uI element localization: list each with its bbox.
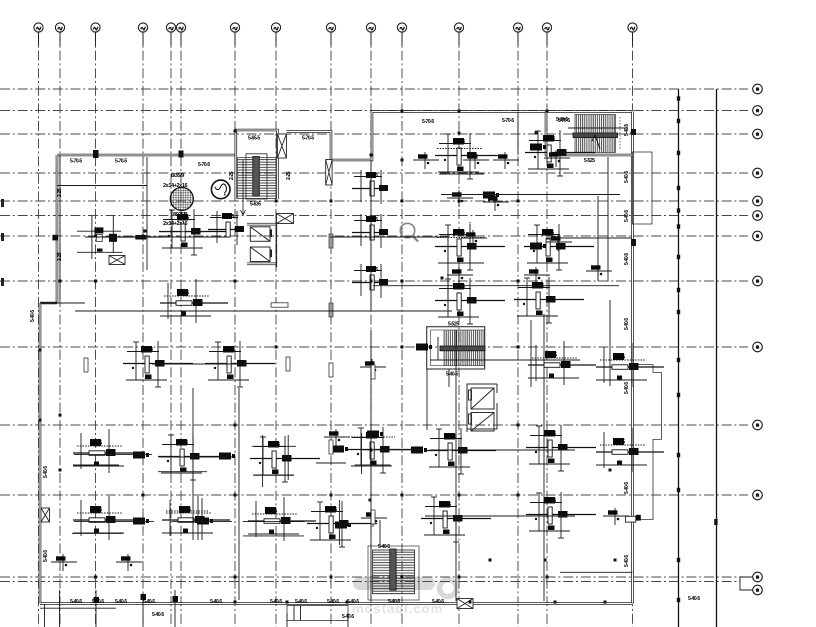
- svg-text:5-525: 5-525: [448, 322, 459, 328]
- svg-text:5-65-5: 5-65-5: [248, 136, 260, 142]
- svg-text:8/35/9: 8/35/9: [171, 173, 184, 179]
- svg-text:5-40-5: 5-40-5: [624, 171, 630, 183]
- svg-text:5-40-5: 5-40-5: [688, 596, 700, 602]
- svg-text:5-40-5: 5-40-5: [624, 253, 630, 265]
- svg-text:5-40-5: 5-40-5: [446, 372, 458, 378]
- svg-text:5-40-5: 5-40-5: [347, 599, 359, 605]
- svg-text:2-25: 2-25: [229, 171, 235, 180]
- svg-text:5-40-5: 5-40-5: [70, 599, 82, 605]
- svg-text:5-40-5: 5-40-5: [342, 614, 354, 620]
- svg-text:5-40-5: 5-40-5: [30, 310, 36, 322]
- svg-text:5-40-5: 5-40-5: [432, 599, 444, 605]
- svg-text:5-70-5: 5-70-5: [115, 159, 127, 165]
- svg-text:5-40-5: 5-40-5: [270, 599, 282, 605]
- svg-text:2-25: 2-25: [57, 188, 63, 197]
- svg-text:5-70-5: 5-70-5: [502, 118, 514, 124]
- svg-text:5-635: 5-635: [250, 202, 261, 208]
- svg-text:5-40-5: 5-40-5: [295, 599, 307, 605]
- svg-text:5-40-5: 5-40-5: [152, 612, 164, 618]
- svg-text:2-25: 2-25: [57, 252, 63, 261]
- svg-text:5-70-5: 5-70-5: [198, 162, 210, 168]
- svg-text:5-40-5: 5-40-5: [210, 599, 222, 605]
- svg-text:2x14+2x16: 2x14+2x16: [163, 221, 187, 227]
- svg-text:5-40-5: 5-40-5: [43, 550, 49, 562]
- svg-text:5-40-5: 5-40-5: [624, 382, 630, 394]
- svg-text:5-40-5: 5-40-5: [43, 466, 49, 478]
- svg-text:5-40-5: 5-40-5: [388, 599, 400, 605]
- svg-text:5-40-5: 5-40-5: [624, 210, 630, 222]
- svg-text:5-525: 5-525: [584, 158, 595, 164]
- svg-text:5-40-5: 5-40-5: [378, 544, 390, 550]
- svg-text:5-40-5: 5-40-5: [624, 318, 630, 330]
- svg-text:5-70-5: 5-70-5: [558, 118, 570, 124]
- svg-text:2x14+2x16: 2x14+2x16: [163, 183, 187, 189]
- svg-text:5-40-5: 5-40-5: [624, 555, 630, 567]
- svg-text:5-40-5: 5-40-5: [92, 599, 104, 605]
- svg-text:5-70-5: 5-70-5: [422, 119, 434, 125]
- svg-text:5-40-5: 5-40-5: [556, 117, 568, 123]
- svg-text:5-40-5: 5-40-5: [115, 599, 127, 605]
- svg-text:5-40-5: 5-40-5: [327, 599, 339, 605]
- svg-text:5-40-5: 5-40-5: [624, 124, 630, 136]
- svg-text:2-25: 2-25: [286, 171, 292, 180]
- svg-text:5-40-5: 5-40-5: [624, 482, 630, 494]
- svg-text:5-40-5: 5-40-5: [143, 599, 155, 605]
- svg-text:5-70-5: 5-70-5: [70, 159, 82, 165]
- svg-text:5-70-5: 5-70-5: [302, 136, 314, 142]
